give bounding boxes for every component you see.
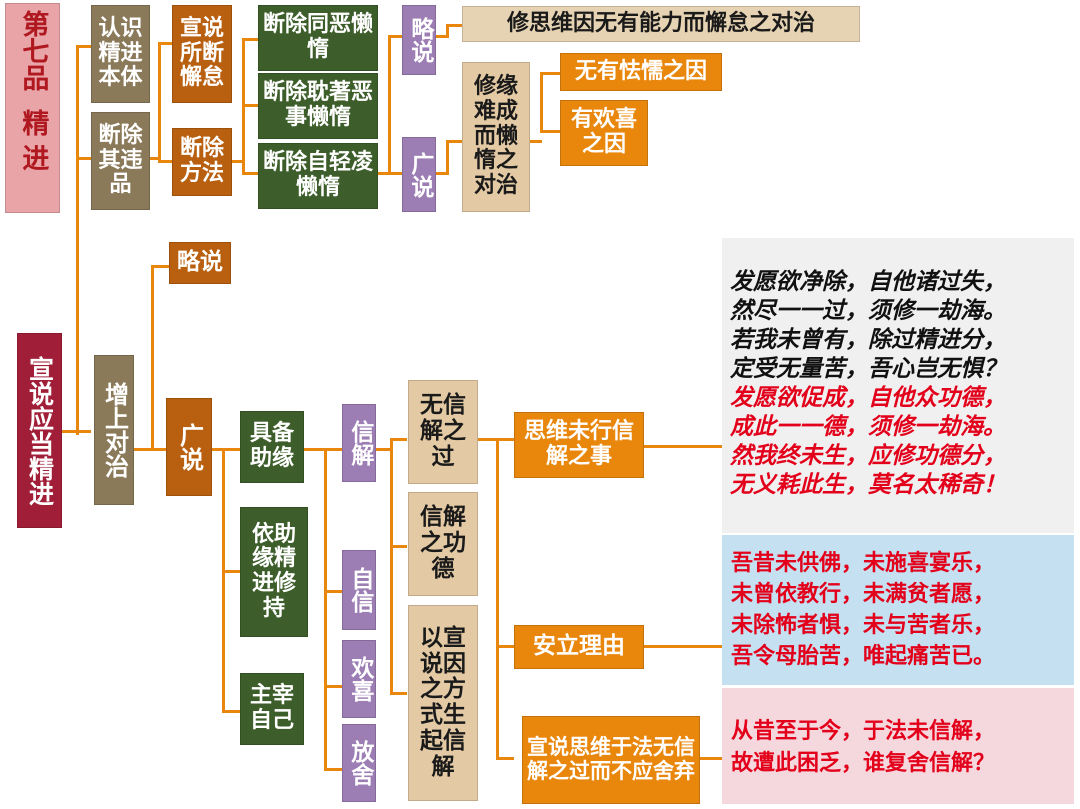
verse1-line-8: 无义耗此生，莫名太稀奇！ [730,472,1006,498]
faith-method-node: 以宣说因之方式生起信解 [408,605,478,801]
abandon-opposites-node: 断除其违品 [91,112,150,210]
prepare-conditions-node: 具备助缘 [240,411,304,483]
exhort-diligence-node: 宣说应当精进 [17,333,62,528]
verse1-line-3: 若我未曾有，除过精进分， [730,327,1006,353]
remedy-hard-condition-node: 修缘难成而懒惰之对治 [462,62,530,212]
verse3-line-1: 从昔至于今，于法未信解， [731,719,996,744]
joy-factor-node: 欢喜 [342,640,376,718]
verse-panel-3: 从昔至于今，于法未信解， 故遭此困乏，谁复舍信解？ [722,688,1074,804]
brief-node: 略说 [402,5,436,75]
recognize-diligence-node: 认识精进本体 [91,5,150,103]
verse1-line-2: 然尽一一过，须修一劫海。 [730,298,1006,324]
declare-result-node: 宣说思维于法无信解之过而不应舍弃 [522,716,700,804]
verse1-line-1: 发愿欲净除，自他诸过失， [730,269,1006,295]
verse1-line-6: 成此一一德，须修一劫海。 [730,414,1006,440]
verse3-line-2: 故遭此困乏，谁复舍信解？ [731,751,996,776]
verse2-line-4: 吾令母胎苦，唯起痛苦已。 [731,644,996,669]
verse1-line-4: 定受无量苦，吾心岂无惧？ [730,356,1006,382]
abandon-method-node: 断除方法 [172,128,232,196]
verse1-line-5: 发愿欲促成，自他众功德， [730,385,1006,411]
chapter-title-box: 第七品 精进 [5,3,60,213]
increase-remedy-node: 增上对治 [94,355,134,505]
faith-factor-node: 信解 [342,404,376,482]
verse-panel-2: 吾昔未供佛，未施喜宴乐， 未曾依教行，未满贫者愿， 未除怖者惧，未与苦者乐， 吾… [722,535,1074,685]
lazy-type-1: 断除同恶懒惰 [258,5,378,71]
faith-fault-node: 无信解之过 [408,380,478,484]
cause-joy-node: 有欢喜之因 [560,100,648,166]
verse2-line-3: 未除怖者惧，未与苦者乐， [731,613,996,638]
lazy-type-2: 断除耽著恶事懒惰 [258,73,378,139]
verse1-line-7: 然我终未生，应修功德分， [730,443,1006,469]
remedy-no-ability-node: 修思维因无有能力而懈怠之对治 [462,6,860,42]
verse-panel-1: 发愿欲净除，自他诸过失， 然尽一一过，须修一劫海。 若我未曾有，除过精进分， 定… [722,238,1074,533]
reason-result-node: 安立理由 [514,625,644,669]
rely-conditions-node: 依助缘精进修持 [240,507,308,637]
extensive2-node: 广说 [166,398,212,496]
chapter-number: 第七品 [17,10,49,91]
extensive-node: 广说 [402,137,436,212]
confidence-factor-node: 自信 [342,550,376,630]
contemplate-result-node: 思维未行信解之事 [514,412,644,478]
chapter-name: 精进 [17,109,49,179]
verse2-line-2: 未曾依教行，未满贫者愿， [731,582,996,607]
verse2-line-1: 吾昔未供佛，未施喜宴乐， [731,551,996,576]
relinquish-factor-node: 放舍 [342,724,376,802]
self-mastery-node: 主宰自己 [240,673,304,745]
faith-merit-node: 信解之功德 [408,492,478,596]
cause-no-fear-node: 无有怯懦之因 [560,53,722,91]
brief2-node: 略说 [169,242,231,284]
declare-laziness-node: 宣说所断懈怠 [172,5,232,103]
lazy-type-3: 断除自轻凌懒惰 [258,143,378,209]
